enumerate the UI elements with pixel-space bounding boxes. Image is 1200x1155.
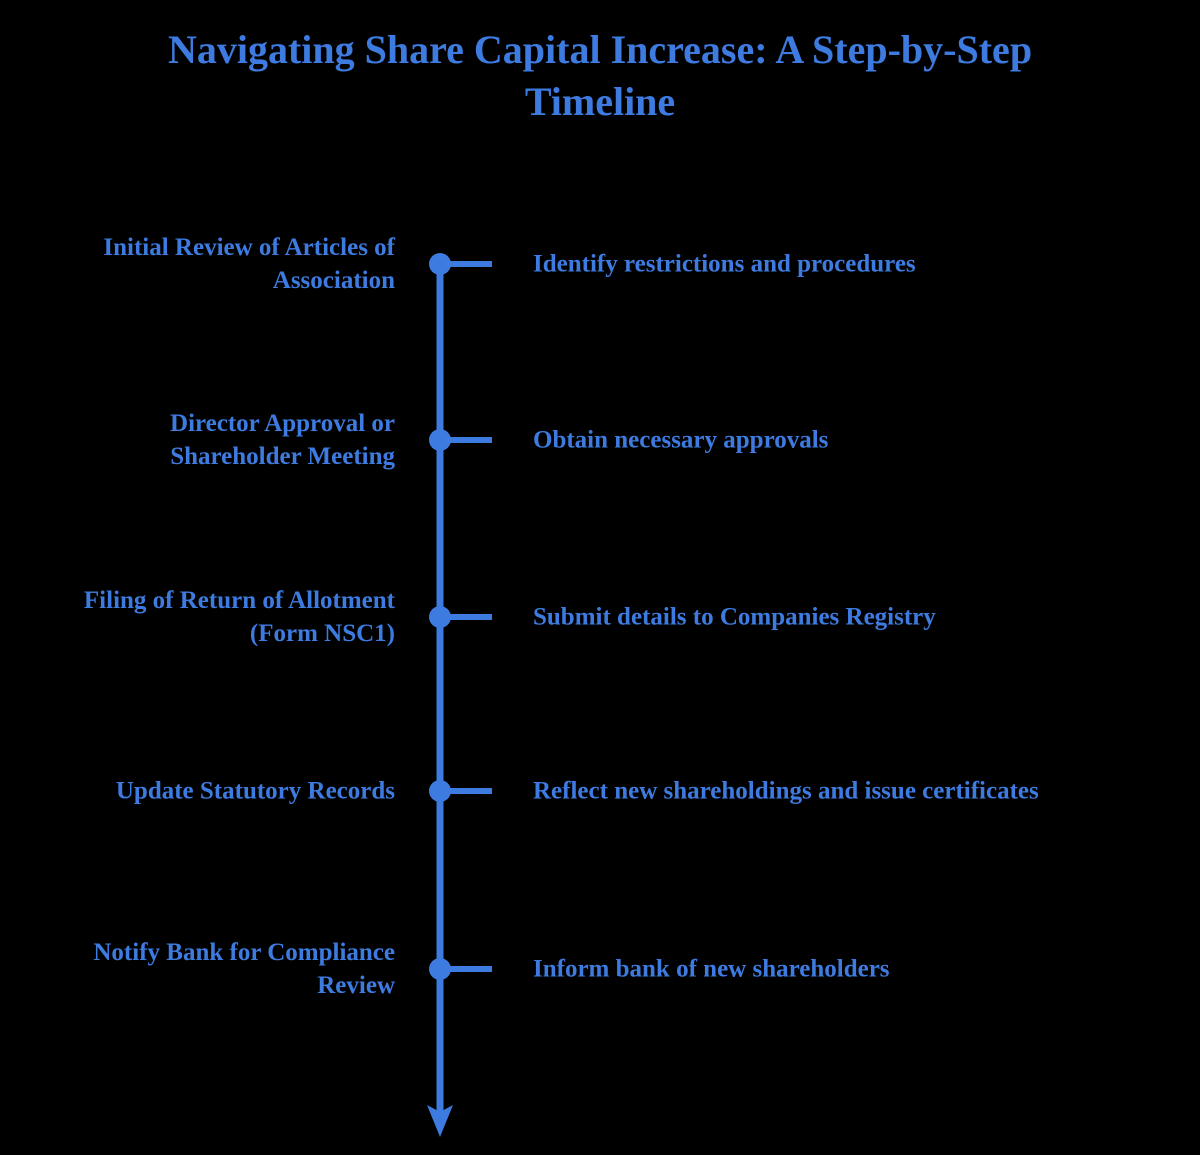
timeline-marker-5[interactable] xyxy=(429,958,451,980)
step-4-description: Reflect new shareholdings and issue cert… xyxy=(533,777,1039,805)
step-1-label: Initial Review of Articles of Associatio… xyxy=(103,234,395,294)
page-title: Navigating Share Capital Increase: A Ste… xyxy=(167,27,1033,124)
step-3-description: Submit details to Companies Registry xyxy=(533,603,936,631)
step-2-description: Obtain necessary approvals xyxy=(533,426,829,454)
timeline-marker-1[interactable] xyxy=(429,253,451,275)
timeline-arrow-icon xyxy=(427,1105,453,1137)
step-3-label: Filing of Return of Allotment (Form NSC1… xyxy=(83,587,395,647)
step-5-label: Notify Bank for Compliance Review xyxy=(93,939,395,999)
step-2-label: Director Approval or Shareholder Meeting xyxy=(170,410,395,470)
step-5-description: Inform bank of new shareholders xyxy=(533,955,890,983)
timeline-marker-3[interactable] xyxy=(429,606,451,628)
timeline-marker-4[interactable] xyxy=(429,780,451,802)
step-1-description: Identify restrictions and procedures xyxy=(533,250,916,278)
step-4-label: Update Statutory Records xyxy=(115,777,395,805)
timeline-marker-2[interactable] xyxy=(429,429,451,451)
